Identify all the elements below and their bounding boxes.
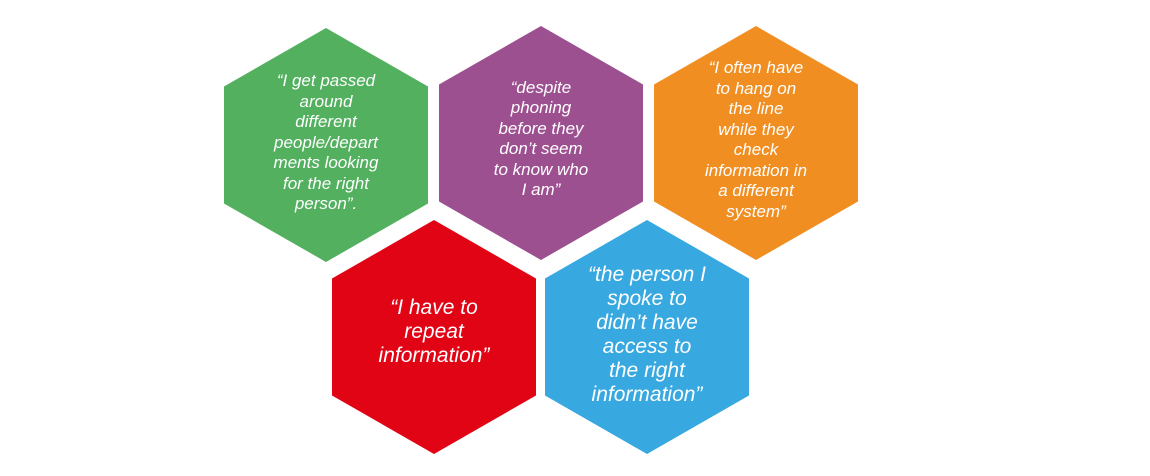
- quote-hexagon-dont-know-me: “despite phoning before they don’t seem …: [439, 26, 643, 260]
- quote-text: “the person I spoke to didn’t have acces…: [588, 263, 706, 406]
- quote-text: “despite phoning before they don’t seem …: [493, 77, 589, 200]
- quote-hexagon-hang-on-line: “I often have to hang on the line while …: [654, 26, 858, 260]
- quote-text: “I often have to hang on the line while …: [704, 58, 808, 221]
- quote-text: “I have to repeat information”: [378, 296, 490, 367]
- quote-hexagon-no-access: “the person I spoke to didn’t have acces…: [545, 220, 749, 454]
- quote-text: “I get passed around different people/de…: [273, 71, 379, 214]
- quote-hexagon-passed-around: “I get passed around different people/de…: [224, 28, 428, 262]
- quote-hexagon-repeat-information: “I have to repeat information”: [332, 220, 536, 454]
